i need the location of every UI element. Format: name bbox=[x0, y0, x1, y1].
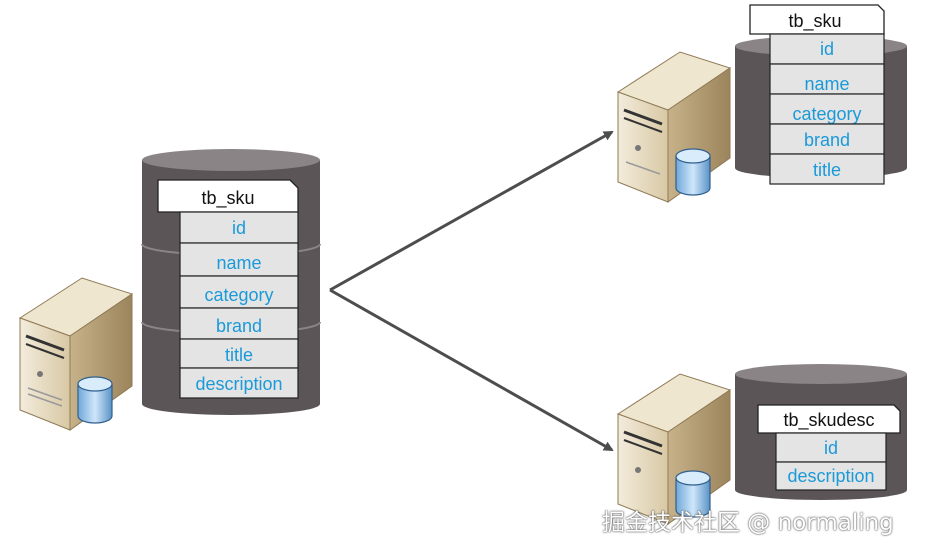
database-icon-top bbox=[675, 148, 711, 196]
table-top-field: title bbox=[813, 160, 841, 180]
server-icon-bottom bbox=[616, 373, 732, 525]
table-source-field: title bbox=[225, 345, 253, 365]
table-top-field: name bbox=[804, 74, 849, 94]
table-top-field: category bbox=[792, 104, 861, 124]
table-source-field: category bbox=[204, 285, 273, 305]
server-icon-source bbox=[18, 277, 134, 431]
table-top-field: id bbox=[820, 39, 834, 59]
arrow-to-top bbox=[329, 130, 614, 292]
table-top-title: tb_sku bbox=[788, 11, 841, 32]
server-icon-top bbox=[616, 51, 732, 203]
watermark-text: 掘金技术社区 @ normaling bbox=[602, 510, 894, 536]
table-top-field: brand bbox=[804, 130, 850, 150]
table-source-title: tb_sku bbox=[201, 188, 254, 209]
table-source-field: id bbox=[232, 218, 246, 238]
table-bottom-field: description bbox=[787, 466, 874, 486]
table-source-field: description bbox=[195, 374, 282, 394]
arrow-to-bottom bbox=[329, 288, 614, 452]
database-icon-bottom bbox=[675, 470, 711, 518]
table-source-field: name bbox=[216, 253, 261, 273]
table-top: tb_sku id name category brand title bbox=[749, 4, 885, 185]
database-icon-source bbox=[77, 376, 113, 424]
table-source: tb_sku id name category brand title desc… bbox=[157, 179, 299, 399]
table-source-field: brand bbox=[216, 316, 262, 336]
table-bottom: tb_skudesc id description bbox=[757, 404, 901, 491]
table-bottom-title: tb_skudesc bbox=[783, 410, 874, 431]
table-bottom-field: id bbox=[824, 438, 838, 458]
